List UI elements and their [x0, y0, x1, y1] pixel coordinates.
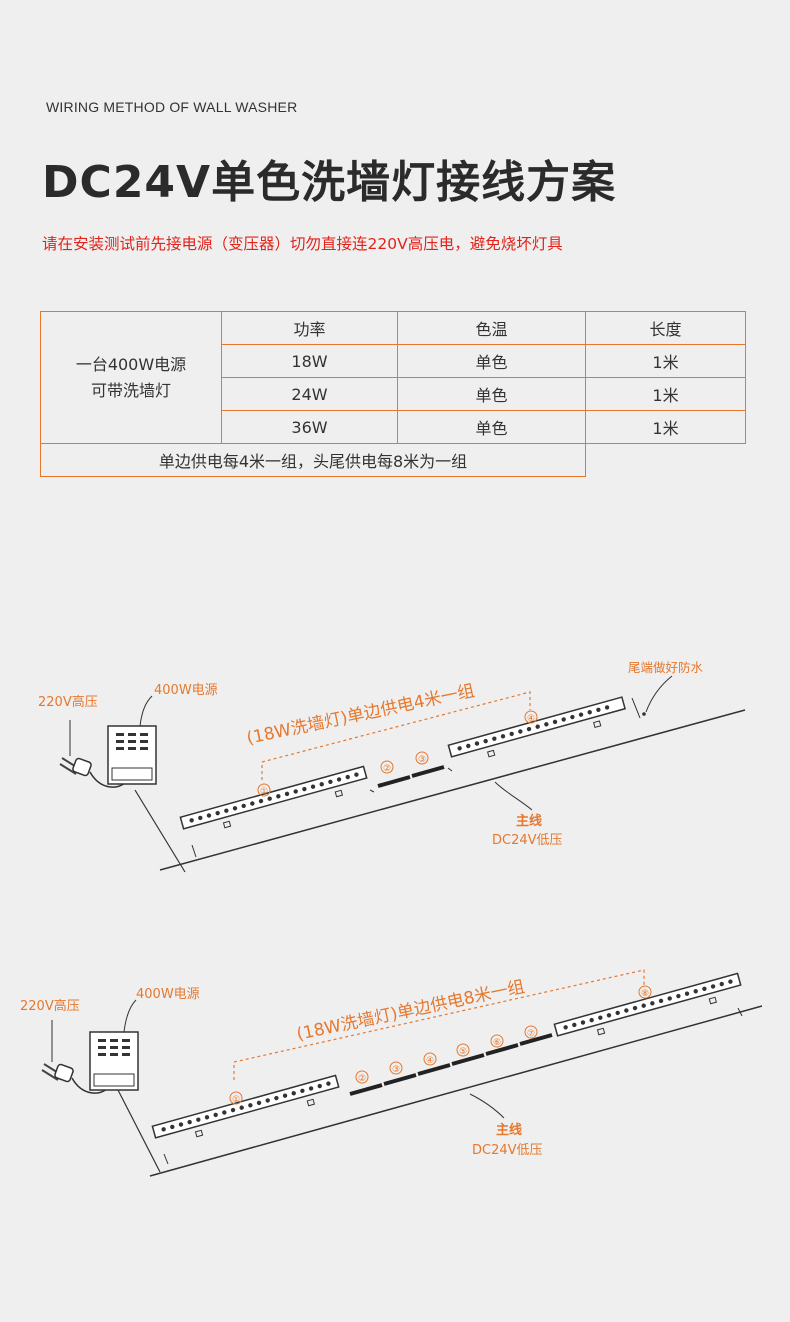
- group-bracket: [261, 691, 531, 780]
- segment-5: [451, 1053, 485, 1066]
- warning-text: 请在安装测试前先接电源（变压器）切勿直接连220V高压电，避免烧坏灯具: [42, 235, 563, 253]
- marker-1: ①: [229, 1091, 243, 1105]
- wiring-diagram-1-svg: ① ② ③ ④ 220V高压 400W电源 (18W洗墙灯)单边供电4米一组 尾…: [38, 660, 746, 873]
- marker-4: ④: [423, 1052, 437, 1066]
- connector: [163, 1153, 169, 1165]
- power-output-wire: [134, 789, 186, 873]
- marker-6-text: ⑥: [493, 1038, 501, 1048]
- marker-7-text: ⑦: [527, 1029, 535, 1039]
- wiring-diagram-1: ① ② ③ ④ 220V高压 400W电源 (18W洗墙灯)单边供电4米一组 尾…: [0, 640, 790, 880]
- table-header-row: 一台400W电源 可带洗墙灯 功率 色温 长度: [40, 311, 746, 444]
- tail-end: [642, 712, 646, 716]
- wiring-diagram-2-svg: ① ② ③ ④ ⑤ ⑥ ⑦ ⑧ 220V高压 400W电源 (18W洗墙灯)单边…: [20, 969, 763, 1177]
- wiring-diagram-2: ① ② ③ ④ ⑤ ⑥ ⑦ ⑧ 220V高压 400W电源 (18W洗墙灯)单边…: [0, 950, 790, 1190]
- marker-2-text: ②: [383, 764, 391, 774]
- main-line-leader: [469, 1093, 505, 1119]
- power-supply-icon: [89, 1031, 139, 1091]
- low-voltage-label: DC24V低压: [492, 833, 563, 848]
- high-voltage-label: 220V高压: [38, 694, 98, 710]
- power-supply-icon: [107, 725, 157, 785]
- main-line-label: 主线: [496, 1122, 522, 1138]
- waterproof-leader: [645, 675, 673, 713]
- marker-3-text: ③: [418, 755, 426, 765]
- marker-8: ⑧: [638, 985, 652, 999]
- low-voltage-label: DC24V低压: [472, 1143, 543, 1158]
- cell-length: 1米: [585, 410, 746, 444]
- marker-6: ⑥: [490, 1034, 504, 1048]
- page-title: DC24V单色洗墙灯接线方案: [42, 157, 617, 208]
- segment-3: [383, 1073, 417, 1086]
- wall-washer-bar-2: [447, 696, 626, 758]
- group-bracket: [233, 969, 645, 1080]
- wall-washer-bar-8: [553, 972, 742, 1037]
- ps-leader: [123, 999, 137, 1033]
- header-power: 功率: [221, 311, 398, 345]
- tail-wire: [631, 697, 641, 719]
- segment-2: [377, 775, 411, 788]
- cell-length: 1米: [585, 344, 746, 378]
- segment-6: [485, 1043, 519, 1056]
- table-footer: 单边供电每4米一组，头尾供电每8米为一组: [40, 443, 586, 477]
- connector: [369, 789, 375, 793]
- marker-1-text: ①: [260, 787, 268, 797]
- main-line-wire: [159, 709, 746, 871]
- segment-4: [417, 1063, 451, 1076]
- subtitle-en: WIRING METHOD OF WALL WASHER: [46, 99, 298, 115]
- table-footer-row: 单边供电每4米一组，头尾供电每8米为一组: [40, 443, 746, 477]
- cell-length: 1米: [585, 377, 746, 411]
- wall-washer-bar-1: [151, 1074, 340, 1139]
- cell-color: 单色: [397, 410, 586, 444]
- marker-3: ③: [389, 1061, 403, 1075]
- tail-wire: [737, 1007, 743, 1017]
- marker-1-text: ①: [232, 1095, 240, 1105]
- main-line-wire: [149, 1005, 763, 1177]
- marker-4-text: ④: [527, 714, 535, 724]
- table-row: 36W 单色 1米: [41, 410, 746, 444]
- plug-body-icon: [54, 1063, 74, 1083]
- segment-7: [519, 1033, 553, 1046]
- segment-3: [411, 765, 445, 778]
- marker-2: ②: [380, 760, 394, 774]
- cell-power: 18W: [221, 344, 398, 378]
- table-left-cell: 一台400W电源 可带洗墙灯: [40, 311, 222, 444]
- marker-5: ⑤: [456, 1043, 470, 1057]
- marker-3: ③: [415, 751, 429, 765]
- cell-power: 36W: [221, 410, 398, 444]
- marker-3-text: ③: [392, 1065, 400, 1075]
- connector: [191, 844, 197, 858]
- marker-7: ⑦: [524, 1025, 538, 1039]
- main-line-label: 主线: [516, 813, 542, 829]
- marker-4: ④: [524, 710, 538, 724]
- cell-power: 24W: [221, 377, 398, 411]
- waterproof-label: 尾端做好防水: [628, 660, 704, 675]
- marker-4-text: ④: [426, 1056, 434, 1066]
- power-supply-label: 400W电源: [136, 987, 200, 1002]
- header-length: 长度: [585, 311, 746, 345]
- spec-table: 一台400W电源 可带洗墙灯 功率 色温 长度 18W 单色 1米 24W 单色…: [40, 311, 746, 477]
- marker-2-text: ②: [358, 1074, 366, 1084]
- power-supply-label: 400W电源: [154, 683, 218, 698]
- table-row: 18W 单色 1米: [41, 344, 746, 378]
- cell-color: 单色: [397, 377, 586, 411]
- group-label: (18W洗墙灯)单边供电8米一组: [295, 977, 527, 1045]
- wall-washer-bar-1: [179, 765, 368, 830]
- group-label: (18W洗墙灯)单边供电4米一组: [245, 681, 477, 749]
- segment-2: [349, 1083, 383, 1096]
- header-color-temp: 色温: [397, 311, 586, 345]
- marker-1: ①: [257, 783, 271, 797]
- cell-color: 单色: [397, 344, 586, 378]
- left-cell-line2: 可带洗墙灯: [90, 380, 171, 400]
- marker-8-text: ⑧: [641, 989, 649, 999]
- marker-2: ②: [355, 1070, 369, 1084]
- marker-5-text: ⑤: [459, 1047, 467, 1057]
- left-cell-line1: 一台400W电源: [75, 354, 187, 374]
- high-voltage-label: 220V高压: [20, 998, 80, 1014]
- main-line-leader: [494, 781, 533, 811]
- ps-leader: [139, 695, 153, 727]
- plug-body-icon: [72, 757, 92, 777]
- connector: [447, 767, 453, 772]
- table-row: 24W 单色 1米: [41, 377, 746, 411]
- power-output-wire: [117, 1089, 161, 1173]
